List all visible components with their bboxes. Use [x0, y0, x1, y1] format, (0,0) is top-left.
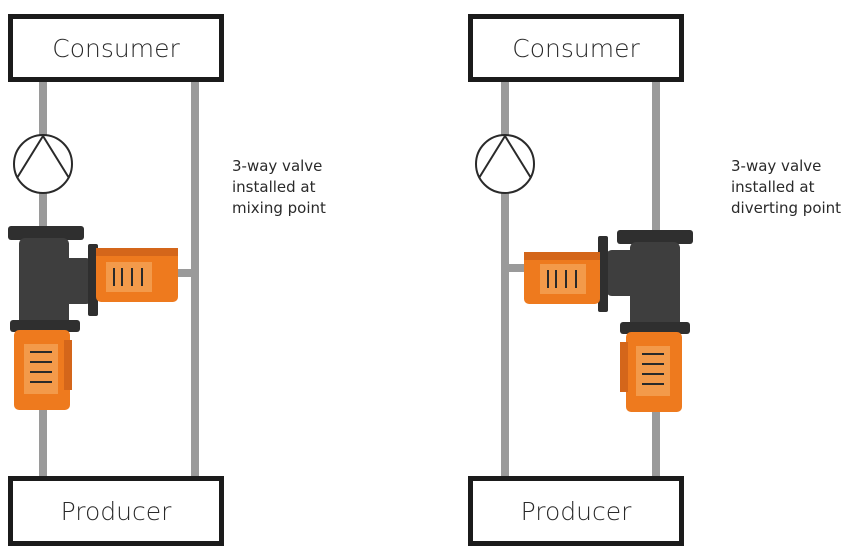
diagram-mixing — [8, 80, 199, 478]
valve-note: 3-way valve installed at mixing point — [232, 157, 326, 217]
valve-bottom-flange — [620, 322, 690, 334]
circulation-pump-icon — [475, 134, 535, 194]
producer-label: Producer — [520, 496, 632, 526]
valve-side-flange — [598, 236, 608, 312]
producer-box: Producer — [468, 476, 684, 546]
valve-body — [19, 238, 69, 330]
three-way-valve-with-actuator-icon — [8, 226, 178, 410]
valve-side-port — [62, 258, 92, 304]
valve-top-flange — [617, 230, 693, 244]
consumer-label: Consumer — [52, 33, 180, 63]
valve-side-flange — [88, 244, 98, 316]
valve-note: 3-way valve installed at diverting point — [731, 157, 842, 217]
valve-body — [630, 242, 680, 330]
diagram-diverting — [475, 80, 693, 478]
consumer-box: Consumer — [468, 14, 684, 82]
valve-bottom-flange — [10, 320, 80, 332]
valve-top-flange — [8, 226, 84, 240]
circulation-pump-icon — [13, 134, 73, 194]
valve-side-port — [606, 250, 636, 296]
producer-box: Producer — [8, 476, 224, 546]
consumer-label: Consumer — [512, 33, 640, 63]
consumer-box: Consumer — [8, 14, 224, 82]
three-way-valve-with-actuator-icon — [524, 230, 693, 412]
producer-label: Producer — [60, 496, 172, 526]
